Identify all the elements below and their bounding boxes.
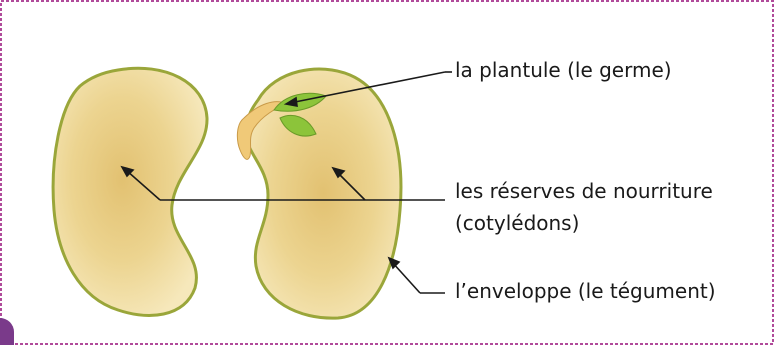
left-seed-half (53, 68, 207, 315)
leader-line-enveloppe-diag (392, 262, 420, 293)
label-reserves-line1: les réserves de nourriture (455, 179, 713, 203)
label-plantule: la plantule (le germe) (455, 58, 672, 82)
label-enveloppe: l’enveloppe (le tégument) (455, 279, 716, 303)
label-reserves-line2: (cotylédons) (455, 211, 579, 235)
